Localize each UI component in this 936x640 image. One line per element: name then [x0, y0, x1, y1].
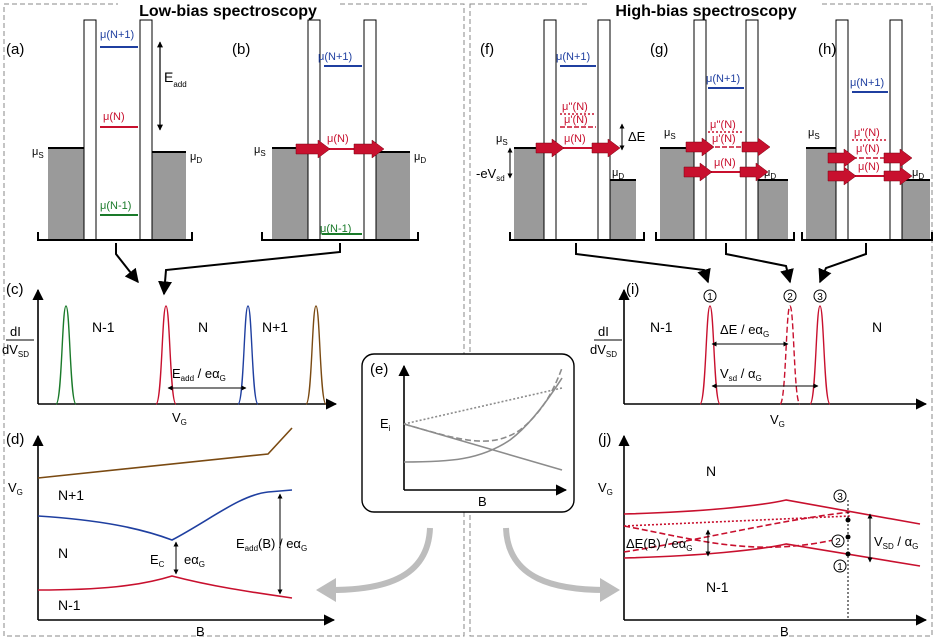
svg-text:μ(N): μ(N)	[564, 133, 586, 145]
svg-text:μ(N+1): μ(N+1)	[850, 77, 884, 89]
svg-text:N+1: N+1	[58, 487, 84, 503]
level-n: μ(N)	[103, 111, 125, 123]
panel-b: (b) μ(N+1) μ(N) μ(N-1) μS μD	[232, 19, 426, 241]
svg-text:Eadd / eαG: Eadd / eαG	[172, 366, 226, 383]
svg-text:μS: μS	[808, 127, 820, 141]
svg-text:(e): (e)	[370, 361, 388, 378]
svg-text:N-1: N-1	[706, 579, 729, 595]
svg-text:N: N	[198, 319, 208, 335]
svg-text:μD: μD	[190, 151, 202, 165]
svg-text:2: 2	[787, 292, 793, 303]
svg-text:3: 3	[837, 492, 843, 503]
svg-text:(i): (i)	[626, 281, 639, 298]
svg-text:3: 3	[817, 292, 823, 303]
svg-text:μS: μS	[254, 144, 266, 158]
svg-text:μ'(N): μ'(N)	[712, 133, 736, 145]
svg-text:μD: μD	[912, 167, 924, 181]
panel-a: (a) μ(N+1) μ(N) μ(N-1) μS μD Eadd	[6, 19, 202, 241]
panel-b-label: (b)	[232, 41, 250, 58]
right-title: High-bias spectroscopy	[615, 3, 796, 20]
left-frame	[3, 3, 465, 637]
panel-g: (g) μ(N+1) μ''(N) μ'(N) μ(N) μS μD	[650, 19, 795, 241]
svg-text:VG: VG	[770, 412, 785, 429]
svg-text:B: B	[478, 494, 487, 509]
svg-text:μ(N+1): μ(N+1)	[556, 51, 590, 63]
svg-text:1: 1	[837, 562, 843, 573]
svg-text:μ''(N): μ''(N)	[562, 101, 588, 113]
right-frame	[469, 3, 933, 637]
svg-text:N+1: N+1	[262, 319, 288, 335]
drain-lead	[152, 152, 186, 240]
svg-text:Vsd / αG: Vsd / αG	[720, 366, 762, 383]
svg-text:μ(N): μ(N)	[858, 161, 880, 173]
panel-j: (j) VG B N N-1 3 2 1 VSD / αG ΔE(B) / eα…	[598, 431, 928, 639]
svg-text:μ(N): μ(N)	[327, 133, 349, 145]
svg-text:μS: μS	[32, 146, 44, 160]
svg-text:μ(N+1): μ(N+1)	[318, 51, 352, 63]
svg-text:-eVsd: -eVsd	[476, 166, 505, 183]
svg-text:μS: μS	[664, 127, 676, 141]
svg-text:B: B	[780, 624, 789, 639]
svg-text:N: N	[58, 545, 68, 561]
panel-e: (e) B Ei	[361, 353, 575, 513]
svg-text:μ''(N): μ''(N)	[710, 119, 736, 131]
source-lead	[48, 148, 84, 240]
svg-text:dVSD: dVSD	[590, 342, 617, 359]
svg-text:ΔE(B) / eαG: ΔE(B) / eαG	[626, 536, 693, 553]
svg-text:μ'(N): μ'(N)	[564, 114, 588, 126]
left-barrier	[83, 19, 97, 241]
svg-text:N-1: N-1	[650, 319, 673, 335]
svg-text:(d): (d)	[6, 431, 24, 448]
panel-h: (h) μ(N+1) μ''(N) μ'(N) μ(N) μS μD	[801, 19, 933, 241]
svg-text:B: B	[196, 624, 205, 639]
svg-text:μS: μS	[496, 133, 508, 147]
svg-text:dVSD: dVSD	[2, 342, 29, 359]
level-n-plus-1: μ(N+1)	[100, 29, 134, 41]
svg-text:Eadd(B) / eαG: Eadd(B) / eαG	[236, 536, 307, 553]
e-add-label: Eadd	[164, 69, 187, 89]
svg-text:(g): (g)	[650, 41, 668, 58]
svg-text:VG: VG	[172, 410, 187, 427]
svg-text:μ(N): μ(N)	[714, 157, 736, 169]
level-n-minus-1: μ(N-1)	[100, 200, 131, 212]
svg-text:(c): (c)	[6, 281, 24, 298]
panel-d: (d) VG B N+1 N N-1 EC eαG Eadd(B) / eαG	[6, 427, 336, 639]
svg-text:μD: μD	[764, 167, 776, 181]
svg-text:N: N	[706, 463, 716, 479]
svg-text:μ''(N): μ''(N)	[854, 127, 880, 139]
svg-text:VG: VG	[8, 480, 23, 497]
svg-text:ΔE / eαG: ΔE / eαG	[720, 322, 769, 339]
svg-text:μ'(N): μ'(N)	[856, 143, 880, 155]
left-title: Low-bias spectroscopy	[139, 3, 317, 20]
svg-text:μ(N-1): μ(N-1)	[320, 223, 351, 235]
svg-text:2: 2	[835, 537, 841, 548]
svg-text:EC: EC	[150, 552, 165, 569]
svg-text:ΔE: ΔE	[628, 129, 646, 144]
svg-text:μ(N+1): μ(N+1)	[706, 73, 740, 85]
svg-text:(f): (f)	[480, 41, 494, 58]
panel-i: (i) dI dVSD VG 1 2 3 N-1 N ΔE / eαG Vsd …	[590, 281, 928, 429]
svg-text:N-1: N-1	[92, 319, 115, 335]
panel-f: (f) μ(N+1) μ''(N) μ'(N) μ(N) μS μD ΔE -e…	[476, 19, 646, 241]
svg-text:1: 1	[707, 292, 713, 303]
svg-text:dI: dI	[10, 324, 21, 339]
svg-text:N: N	[872, 319, 882, 335]
svg-text:N-1: N-1	[58, 597, 81, 613]
svg-text:dI: dI	[598, 324, 609, 339]
svg-text:VG: VG	[598, 480, 613, 497]
svg-text:eαG: eαG	[184, 552, 205, 569]
svg-text:μD: μD	[414, 151, 426, 165]
right-barrier	[139, 19, 153, 241]
svg-text:(j): (j)	[598, 431, 611, 448]
svg-text:μD: μD	[612, 167, 624, 181]
svg-text:(h): (h)	[818, 41, 836, 58]
svg-text:Ei: Ei	[380, 416, 391, 433]
panel-c: (c) dI dVSD VG N-1 N N+1 Eadd / eαG	[2, 281, 338, 427]
svg-text:VSD / αG: VSD / αG	[874, 534, 918, 551]
panel-a-label: (a)	[6, 41, 24, 58]
